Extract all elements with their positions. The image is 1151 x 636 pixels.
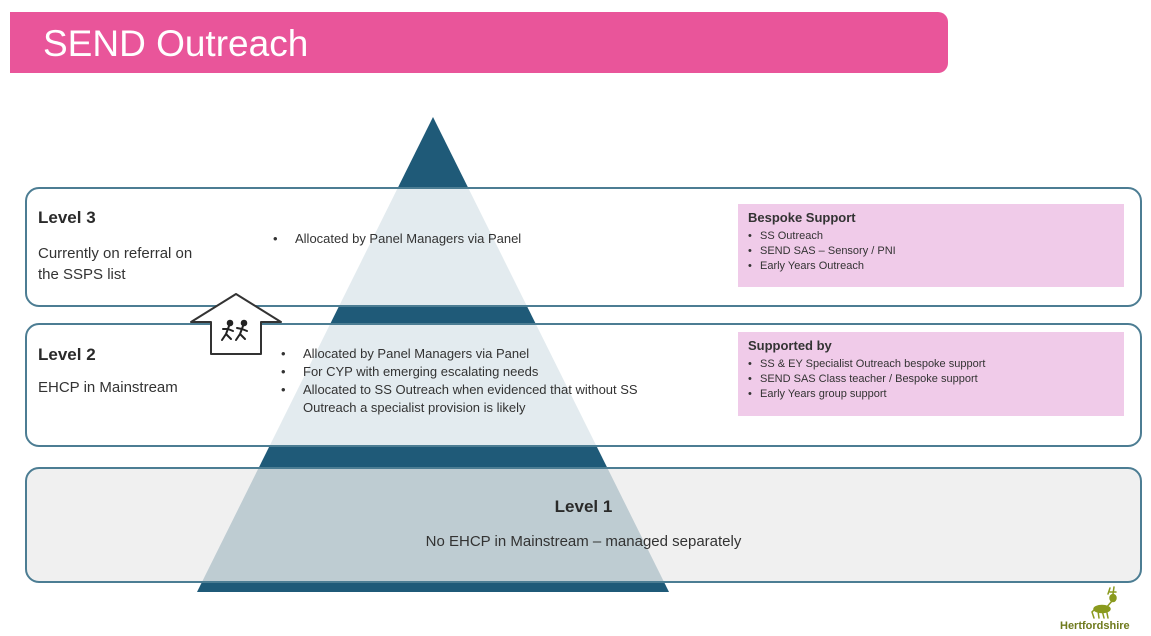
level-1-title: Level 1 bbox=[554, 497, 613, 516]
list-item: SEND SAS – Sensory / PNI bbox=[748, 244, 896, 259]
list-item: Early Years Outreach bbox=[748, 259, 896, 274]
supported-by-panel: Supported by SS & EY Specialist Outreach… bbox=[738, 332, 1124, 416]
level-3-description-line-1: Currently on referral on bbox=[38, 245, 193, 262]
list-item: Allocated to SS Outreach when evidenced … bbox=[281, 381, 638, 399]
logo-text: Hertfordshire bbox=[1060, 620, 1130, 632]
list-item: SEND SAS Class teacher / Bespoke support bbox=[748, 372, 985, 387]
list-item: SS Outreach bbox=[748, 229, 896, 244]
supported-by-list: SS & EY Specialist Outreach bespoke supp… bbox=[748, 357, 985, 402]
up-arrow-icon bbox=[190, 293, 282, 355]
supported-by-title: Supported by bbox=[748, 338, 832, 353]
level-2-bullet-list: Allocated by Panel Managers via Panel Fo… bbox=[281, 345, 638, 417]
list-item: Allocated by Panel Managers via Panel bbox=[273, 230, 521, 248]
list-item: Early Years group support bbox=[748, 387, 985, 402]
level-1-box: Level 1 No EHCP in Mainstream – managed … bbox=[25, 467, 1142, 583]
level-3-bullet-list: Allocated by Panel Managers via Panel bbox=[273, 230, 521, 248]
page-title: SEND Outreach bbox=[43, 23, 309, 64]
bespoke-support-list: SS Outreach SEND SAS – Sensory / PNI Ear… bbox=[748, 229, 896, 274]
title-banner: SEND Outreach bbox=[10, 12, 948, 73]
hertfordshire-logo: Hertfordshire bbox=[1058, 584, 1151, 636]
bespoke-support-panel: Bespoke Support SS Outreach SEND SAS – S… bbox=[738, 204, 1124, 287]
list-item-continuation: Outreach a specialist provision is likel… bbox=[303, 400, 526, 415]
level-2-description: EHCP in Mainstream bbox=[38, 379, 178, 396]
level-3-description: Currently on referral on the SSPS list bbox=[38, 243, 192, 285]
level-2-title: Level 2 bbox=[38, 345, 96, 364]
running-figures-icon bbox=[221, 319, 248, 341]
hart-logo-icon bbox=[1091, 586, 1117, 619]
level-1-description: No EHCP in Mainstream – managed separate… bbox=[425, 533, 742, 550]
level-2-box: Level 2 EHCP in Mainstream Allocated by … bbox=[25, 323, 1142, 447]
level-3-description-line-2: the SSPS list bbox=[38, 266, 126, 283]
level-3-title: Level 3 bbox=[38, 208, 96, 227]
list-item: SS & EY Specialist Outreach bespoke supp… bbox=[748, 357, 985, 372]
bespoke-support-title: Bespoke Support bbox=[748, 210, 856, 225]
list-item: Allocated by Panel Managers via Panel bbox=[281, 345, 638, 363]
level-3-box: Level 3 Currently on referral on the SSP… bbox=[25, 187, 1142, 307]
list-item: For CYP with emerging escalating needs bbox=[281, 363, 638, 381]
